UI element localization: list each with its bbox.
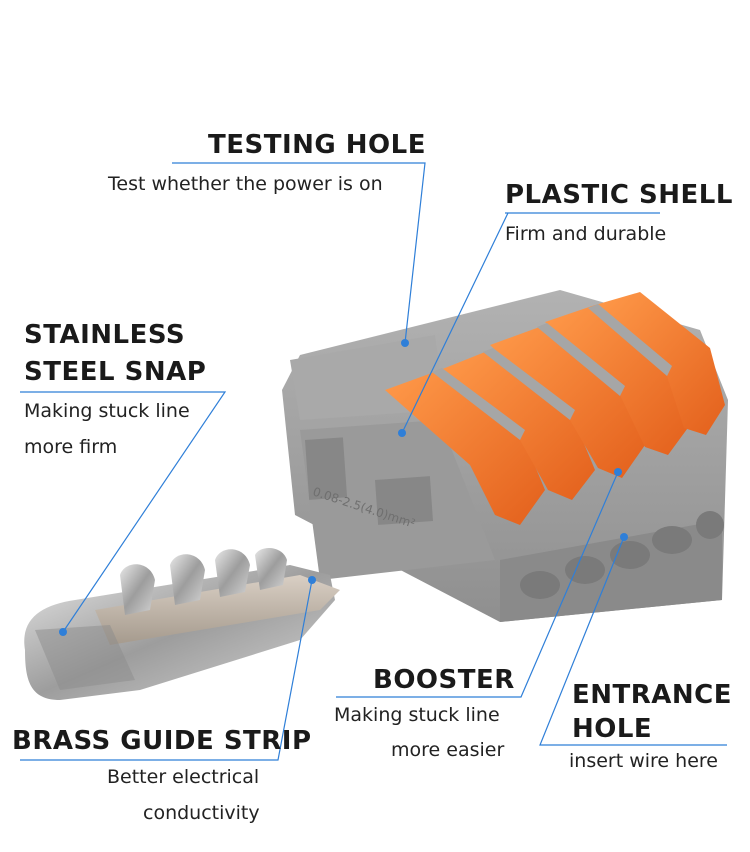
booster-desc-line1: Making stuck line [334, 704, 500, 726]
stainless-snap-desc-line2: more firm [24, 436, 118, 458]
stainless-snap-desc-line1: Making stuck line [24, 400, 190, 422]
metal-parts [24, 548, 340, 700]
housing-dividers [432, 304, 672, 440]
testing-hole-desc: Test whether the power is on [108, 173, 383, 195]
leader-lines [20, 162, 727, 761]
leader-dots [59, 339, 628, 636]
entrance-hole-title-line2: HOLE [572, 714, 653, 744]
booster-title: BOOSTER [373, 665, 515, 695]
plastic-shell-title: PLASTIC SHELL [505, 180, 733, 210]
testing-hole-title: TESTING HOLE [208, 130, 426, 160]
brass-strip-desc-line2: conductivity [143, 802, 260, 824]
stainless-snap-title-line1: STAINLESS [24, 320, 186, 350]
plastic-shell-desc: Firm and durable [505, 223, 667, 245]
brass-strip-desc-line1: Better electrical [107, 766, 260, 788]
entrance-hole-desc: insert wire here [569, 750, 718, 772]
entrance-hole-title-line1: ENTRANCE [572, 680, 732, 710]
booster-desc-line2: more easier [391, 739, 505, 761]
stainless-snap-title-line2: STEEL SNAP [24, 357, 207, 387]
brass-strip-title: BRASS GUIDE STRIP [12, 726, 312, 756]
